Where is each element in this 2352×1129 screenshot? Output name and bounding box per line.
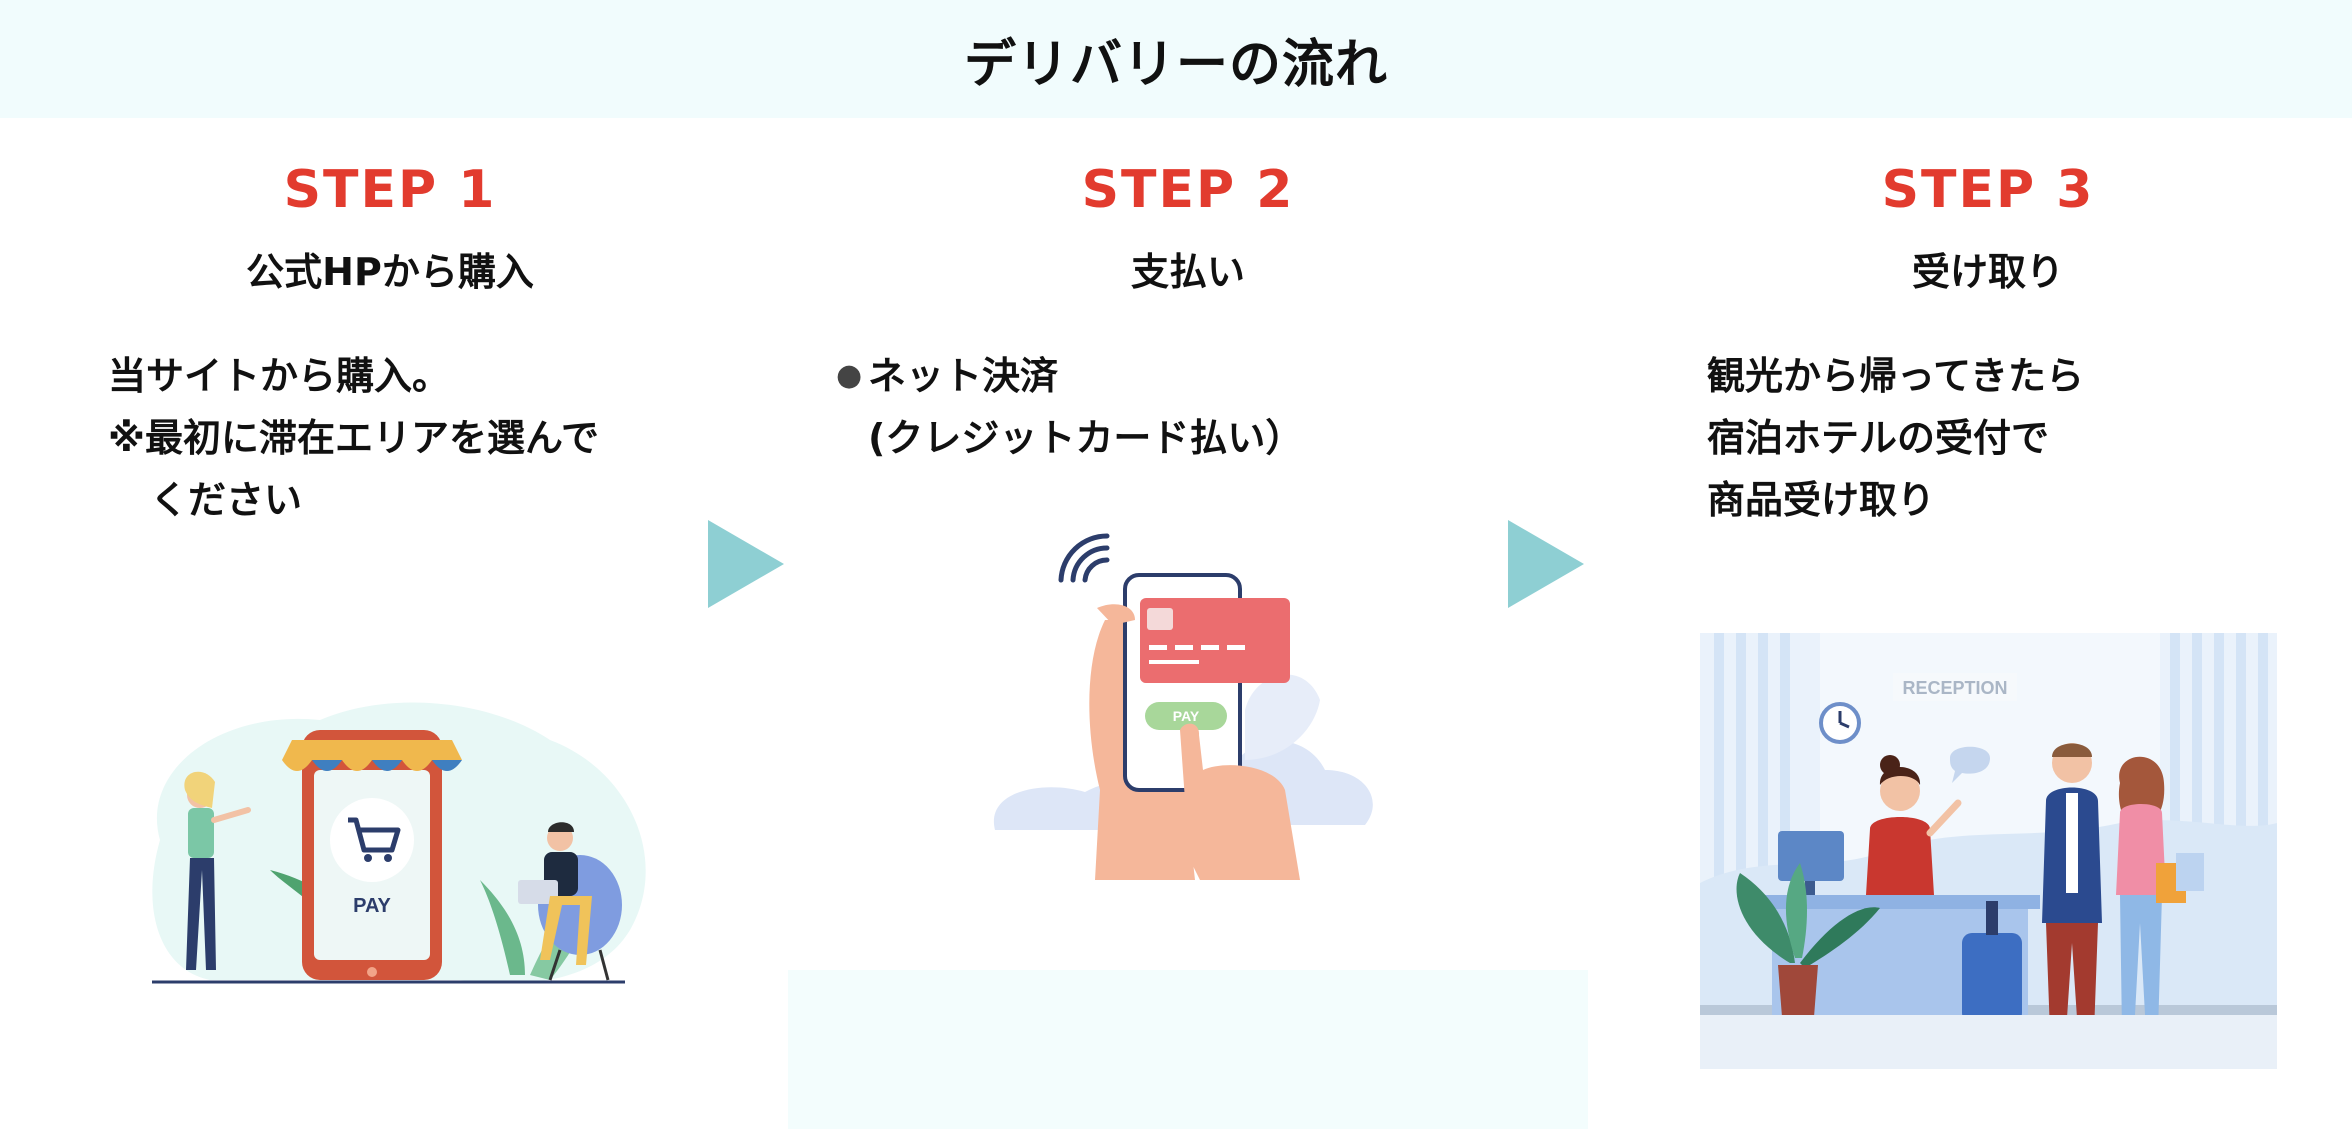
- arrow-right-icon: [1508, 520, 1584, 608]
- page-header: デリバリーの流れ: [0, 0, 2352, 118]
- step-1-line-3: ください: [150, 478, 303, 522]
- step-2-label: STEP 2: [1081, 160, 1295, 220]
- step-2-bullet: ● ネット決済 (クレジットカード払い）: [836, 345, 1303, 469]
- bottom-panel: [788, 970, 1588, 1129]
- step-2-title: 支払い: [1130, 250, 1245, 294]
- step-1-description: 当サイトから購入。 ※最初に滞在エリアを選んで ください: [108, 345, 599, 531]
- step-3-label: STEP 3: [1881, 160, 2095, 220]
- step-2-bullet-line-2: (クレジットカード払い）: [868, 416, 1304, 460]
- step-3-line-1: 観光から帰ってきたら: [1707, 354, 2084, 398]
- clock-icon: [1819, 702, 1861, 744]
- step-3-title: 受け取り: [1911, 250, 2064, 294]
- step-2: STEP 2 支払い: [798, 150, 1578, 302]
- step-3: STEP 3 受け取り: [1598, 150, 2352, 302]
- payment-illustration: PAY: [993, 533, 1373, 880]
- pay-button-label: PAY: [1173, 708, 1200, 724]
- step-1-line-1: 当サイトから購入。: [108, 354, 451, 398]
- step-3-line-3: 商品受け取り: [1707, 478, 1936, 522]
- step-1: STEP 1 公式HPから購入: [0, 150, 780, 302]
- bullet-dot-icon: ●: [836, 358, 863, 393]
- shopping-illustration: PAY: [152, 702, 646, 984]
- step-2-description: ● ネット決済 (クレジットカード払い）: [836, 345, 1303, 469]
- page-title: デリバリーの流れ: [963, 34, 1388, 95]
- contactless-icon: [1058, 533, 1110, 583]
- step-3-description: 観光から帰ってきたら 宿泊ホテルの受付で 商品受け取り: [1707, 345, 2084, 531]
- arrow-right-icon: [708, 520, 784, 608]
- step-2-bullet-line-1: ネット決済: [868, 354, 1059, 398]
- cart-icon: [348, 817, 401, 862]
- step-1-line-2: ※最初に滞在エリアを選んで: [108, 416, 600, 460]
- reception-illustration: RECEPTION: [1700, 633, 2277, 1069]
- step-1-label: STEP 1: [283, 160, 497, 220]
- step-1-title: 公式HPから購入: [246, 250, 534, 294]
- step-3-line-2: 宿泊ホテルの受付で: [1707, 416, 2050, 460]
- pay-label: PAY: [353, 895, 391, 917]
- reception-sign: RECEPTION: [1902, 678, 2007, 698]
